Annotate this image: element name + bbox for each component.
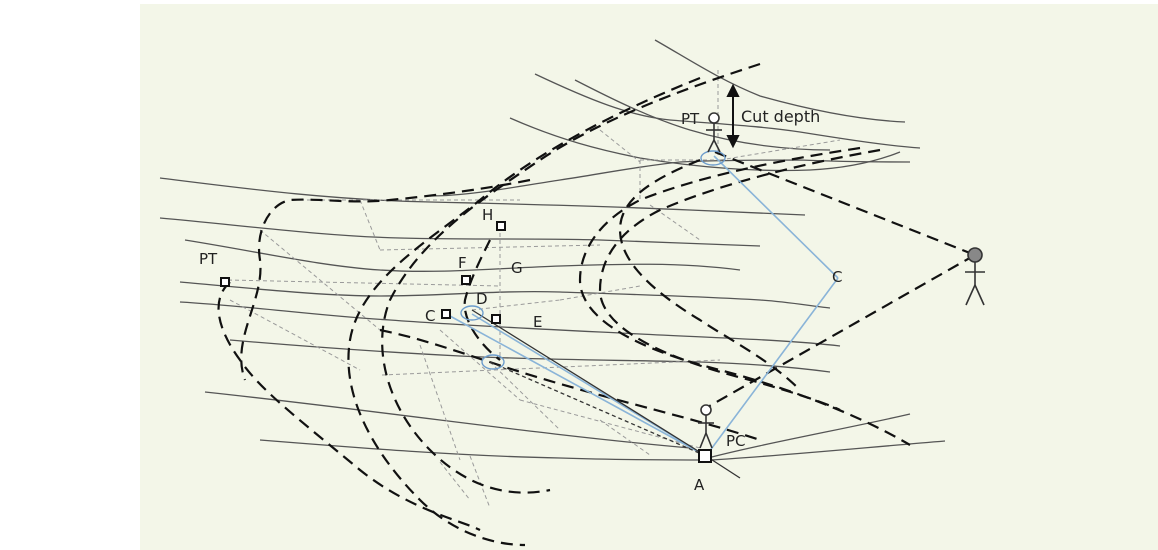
contour-line xyxy=(179,281,831,309)
guide-line xyxy=(599,419,651,456)
road-edge xyxy=(598,148,881,411)
label-e: E xyxy=(533,313,542,331)
label-cut-depth: Cut depth xyxy=(741,107,820,126)
guide-line xyxy=(439,329,521,401)
station-circles xyxy=(460,150,726,370)
surveyor-figures xyxy=(698,112,985,449)
contour-line xyxy=(259,439,946,461)
contour-line xyxy=(184,239,741,272)
peg-markers xyxy=(220,221,712,463)
label-g: G xyxy=(511,259,523,277)
diagram-panel xyxy=(140,4,1158,550)
contour-line xyxy=(509,117,901,172)
guide-line xyxy=(359,199,381,251)
contour-line xyxy=(654,39,906,123)
label-a: A xyxy=(694,476,705,494)
label-pt-top: PT xyxy=(681,110,700,128)
peg-c xyxy=(441,309,451,319)
survey-line-center-a xyxy=(705,277,839,457)
label-d: D xyxy=(476,290,488,308)
diagram-labels: PT PT Cut depth H F G D C E C PC A xyxy=(199,107,842,494)
road-edge xyxy=(463,239,501,361)
traverse-line xyxy=(489,361,707,457)
guide-line xyxy=(381,359,721,376)
contour-line xyxy=(159,217,761,247)
label-pc: PC xyxy=(726,432,746,450)
label-c: C xyxy=(425,307,435,325)
road-edge xyxy=(381,62,761,494)
guide-line xyxy=(259,229,381,331)
label-h: H xyxy=(482,206,493,224)
road-edge xyxy=(714,150,976,257)
peg-a xyxy=(698,449,712,463)
guide-line xyxy=(719,139,841,161)
guide-line xyxy=(471,299,561,311)
guide-line xyxy=(599,129,641,163)
contour-line xyxy=(179,301,841,347)
contour-line xyxy=(429,159,911,197)
guide-line xyxy=(439,461,471,501)
surveyor-figure-right xyxy=(965,247,985,306)
guide-line xyxy=(227,279,501,287)
road-edge xyxy=(217,281,481,531)
station-circle-lower xyxy=(481,354,505,370)
contour-line xyxy=(699,413,911,461)
station-circle-pt xyxy=(700,150,726,166)
peg-e xyxy=(491,314,501,324)
station-circle-d xyxy=(460,305,484,321)
label-pt-left: PT xyxy=(199,250,218,268)
guide-line xyxy=(469,455,491,509)
surveyor-figure-pc xyxy=(698,404,714,449)
traverse-line xyxy=(471,309,707,457)
survey-line-pt-center xyxy=(713,155,839,279)
label-f: F xyxy=(458,254,467,272)
road-edge xyxy=(705,254,976,409)
peg-h xyxy=(496,221,506,231)
peg-pt-left xyxy=(220,277,230,287)
guide-line xyxy=(489,361,561,431)
label-center: C xyxy=(832,268,842,286)
contour-line xyxy=(159,177,806,216)
road-edge-lines xyxy=(217,62,976,547)
road-edge xyxy=(347,76,701,547)
peg-f xyxy=(461,275,471,285)
cut-depth-arrow xyxy=(726,83,740,149)
surveyor-figure-top xyxy=(706,112,722,153)
survey-line-c-a xyxy=(449,315,707,457)
road-edge xyxy=(379,328,761,442)
guide-line xyxy=(419,344,461,461)
